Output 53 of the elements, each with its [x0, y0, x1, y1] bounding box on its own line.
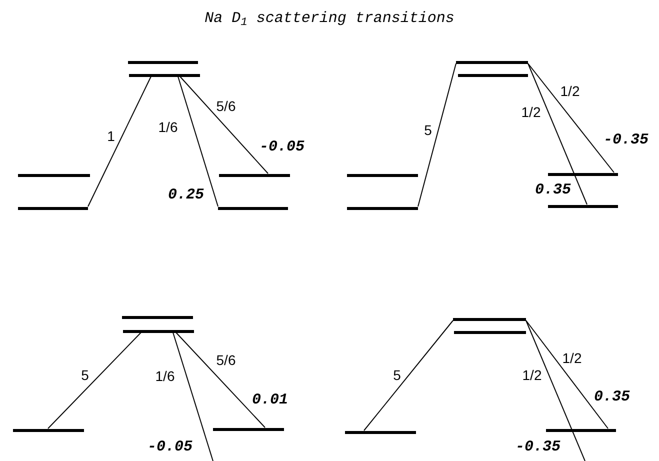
transition-line	[418, 63, 456, 207]
value-label: -0.35	[604, 132, 648, 148]
edge-label: 5	[424, 123, 432, 137]
energy-level	[345, 430, 416, 434]
energy-level	[454, 330, 526, 334]
energy-level	[122, 316, 193, 318]
edge-label: 5/6	[216, 99, 236, 113]
energy-level	[18, 174, 90, 176]
transition-line	[364, 320, 454, 431]
edge-label: 1/2	[560, 84, 580, 98]
energy-level	[347, 206, 418, 210]
energy-level	[218, 206, 288, 210]
energy-level	[453, 318, 526, 320]
value-label: 0.01	[252, 392, 288, 408]
transition-line	[180, 76, 268, 174]
value-label: 0.25	[168, 188, 204, 202]
energy-level	[546, 428, 616, 432]
transition-line	[526, 320, 586, 461]
edge-label: 5	[393, 368, 401, 382]
edge-label: 1	[107, 129, 115, 143]
energy-level	[18, 206, 88, 210]
edge-label: 1/2	[522, 368, 542, 382]
edge-label: 5/6	[216, 353, 236, 367]
value-label: 0.35	[594, 390, 630, 404]
edge-label: 1/2	[562, 351, 582, 365]
transition-line	[526, 320, 608, 429]
value-label: -0.05	[148, 440, 192, 454]
energy-level	[128, 60, 198, 64]
energy-level	[456, 60, 528, 64]
transition-line	[172, 332, 214, 461]
energy-level	[548, 204, 618, 208]
transition-line	[178, 76, 218, 207]
diagram-title: Na D$_{1}$ scattering transitions	[204, 9, 456, 30]
transition-line	[48, 332, 142, 429]
value-label: 0.35	[535, 182, 571, 198]
energy-level	[213, 428, 284, 430]
energy-level	[123, 330, 194, 332]
energy-level	[129, 74, 200, 76]
edge-label: 5	[81, 368, 89, 382]
transition-line	[88, 76, 152, 207]
edge-label: 1/6	[158, 120, 178, 134]
edge-label: 1/6	[155, 369, 175, 383]
energy-level	[219, 174, 290, 176]
transition-line	[528, 63, 588, 205]
value-label: -0.05	[260, 140, 304, 154]
value-label: -0.35	[516, 440, 560, 454]
transition-line	[176, 332, 266, 428]
transition-line	[528, 63, 614, 173]
energy-level	[347, 174, 418, 176]
edge-label: 1/2	[521, 105, 541, 119]
energy-level	[13, 428, 84, 432]
energy-level	[548, 172, 618, 176]
energy-level	[458, 74, 528, 76]
